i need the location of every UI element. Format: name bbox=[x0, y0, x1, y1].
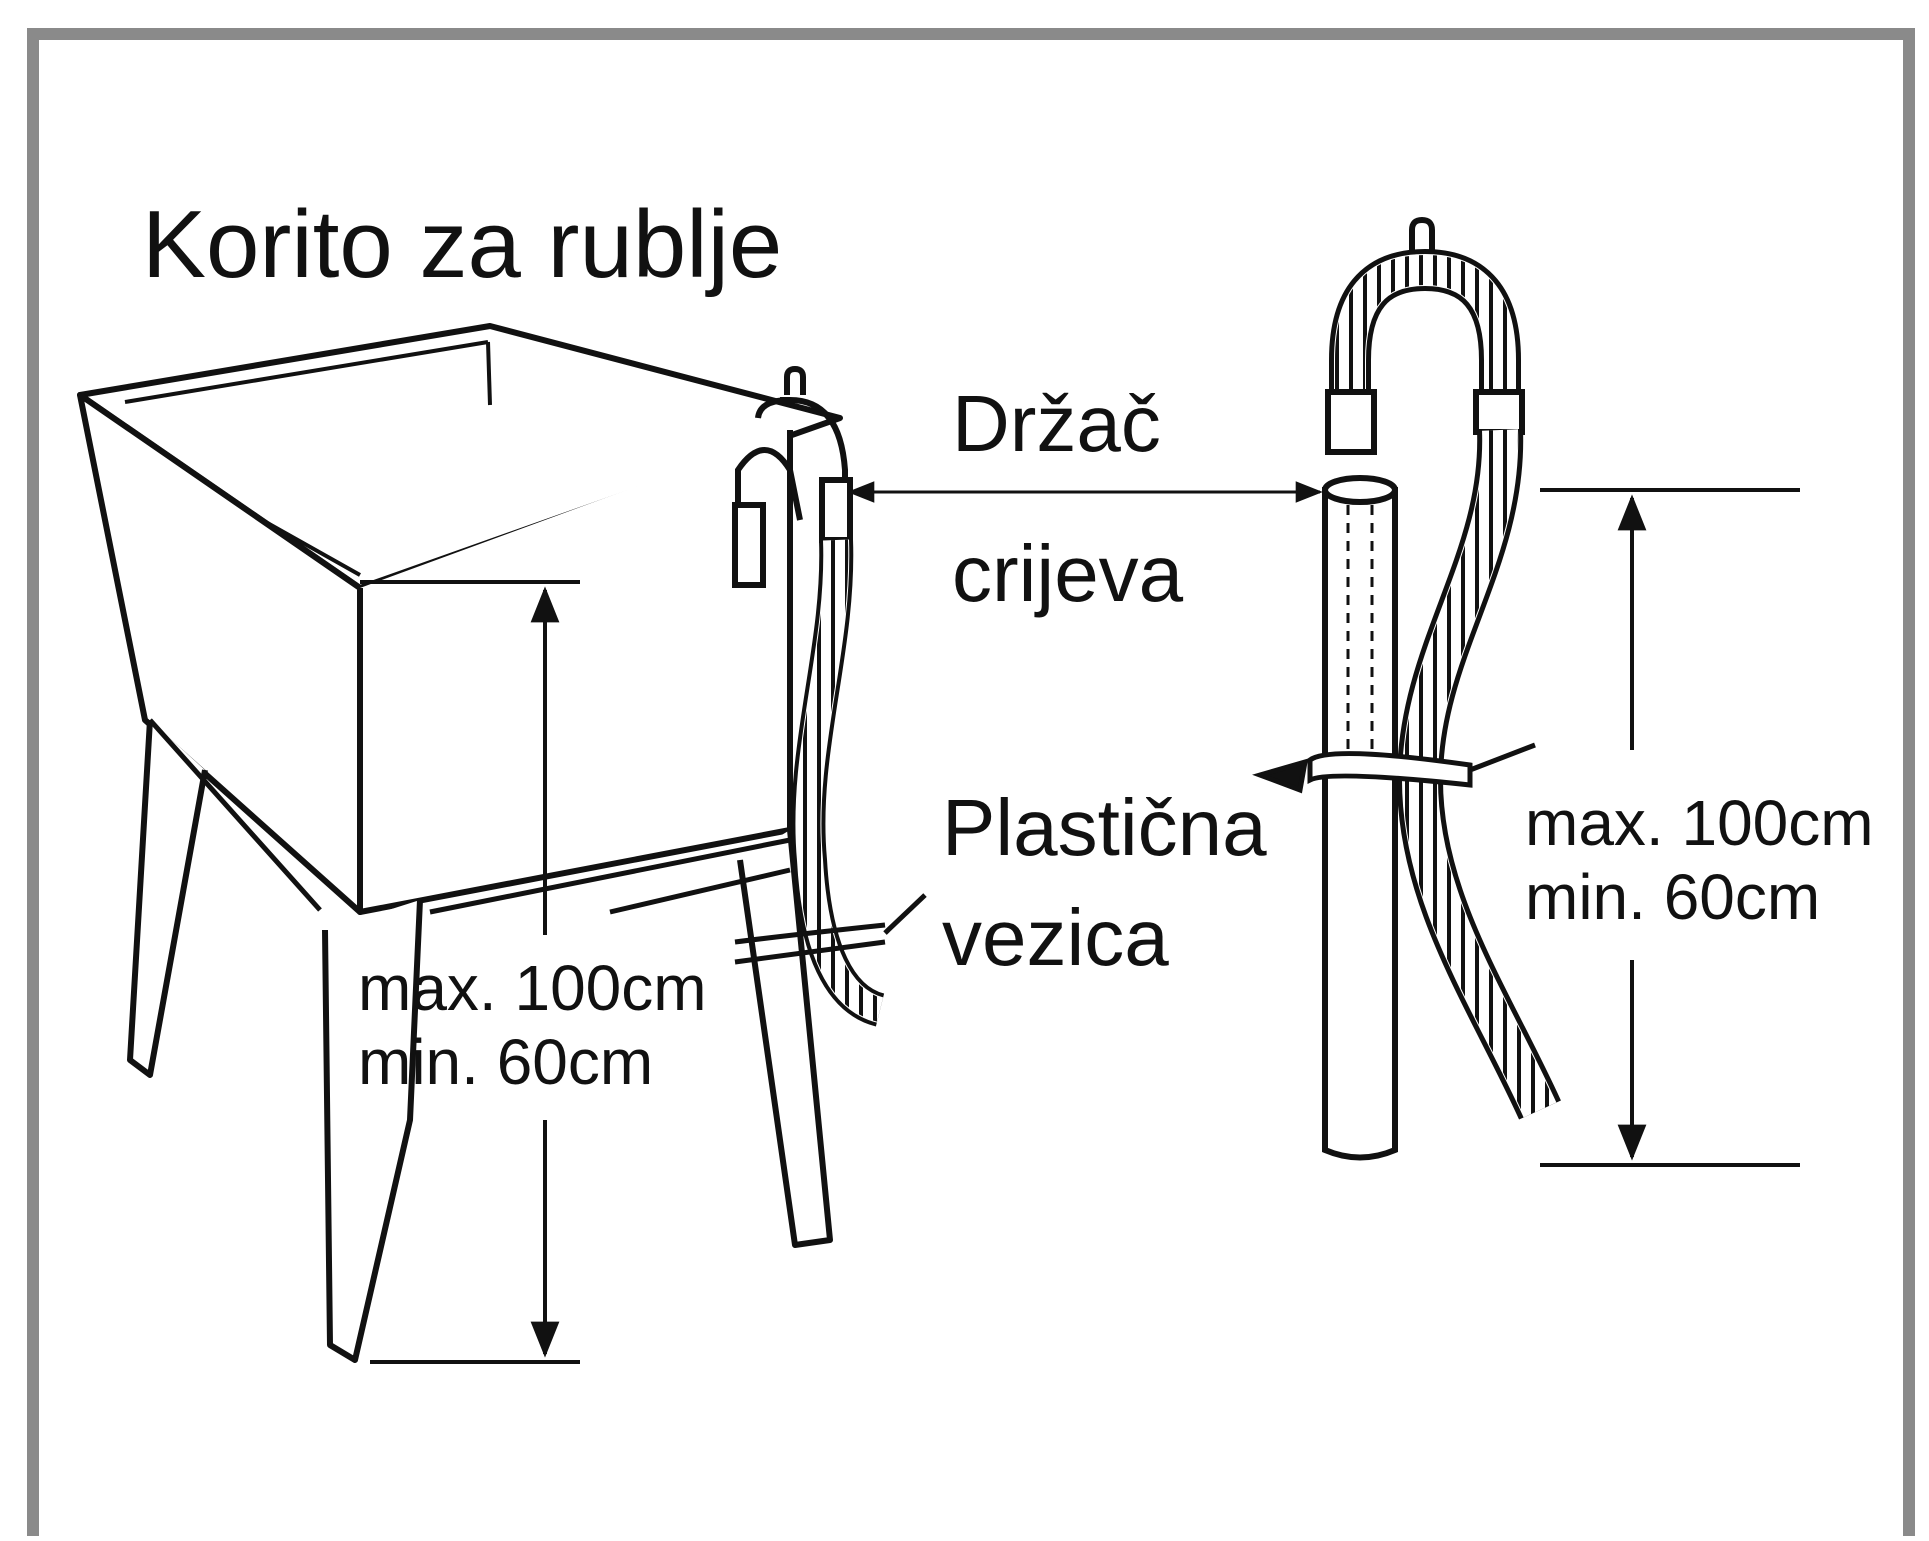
hose-holder-label-line1: Držač bbox=[952, 379, 1161, 468]
cable-tie-label-line2: vezica bbox=[942, 893, 1169, 982]
right-hose-holder bbox=[1325, 216, 1525, 455]
left-height-dimension bbox=[360, 580, 580, 1364]
right-cable-tie bbox=[1252, 742, 1536, 794]
hose-holder-label-line2: crijeva bbox=[952, 529, 1184, 618]
left-hose-holder bbox=[732, 365, 853, 588]
standpipe bbox=[1322, 475, 1398, 1161]
left-height-min: min. 60cm bbox=[358, 1026, 654, 1098]
diagram-title: Korito za rublje bbox=[142, 191, 783, 298]
right-height-min: min. 60cm bbox=[1525, 861, 1821, 933]
laundry-tub bbox=[77, 323, 843, 1363]
left-drain-hose bbox=[791, 539, 886, 1027]
left-height-max: max. 100cm bbox=[358, 952, 707, 1024]
cable-tie-label-line1: Plastična bbox=[942, 783, 1267, 872]
right-height-dimension bbox=[1540, 488, 1800, 1167]
right-height-max: max. 100cm bbox=[1525, 787, 1874, 859]
outer-frame bbox=[27, 28, 1915, 1541]
left-cable-tie bbox=[734, 893, 927, 965]
